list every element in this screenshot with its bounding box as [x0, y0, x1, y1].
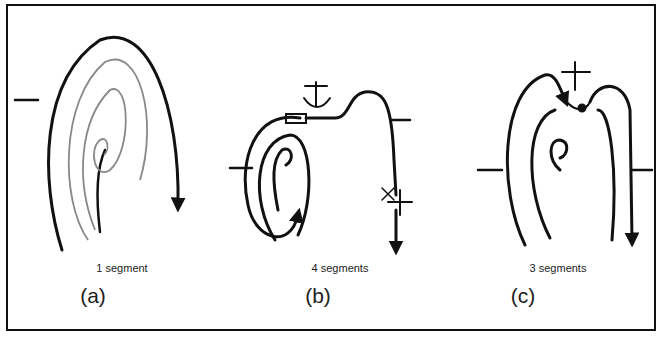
panel-letter: (a): [80, 284, 106, 308]
caption-text: 1 segment: [96, 262, 147, 274]
sketch-b: [230, 82, 412, 248]
caption-text: 3 segments: [530, 262, 587, 274]
caption-text: 4 segments: [312, 262, 369, 274]
sketch-c: [478, 62, 652, 245]
panel-letter: (c): [511, 284, 536, 308]
panel-letter: (b): [305, 284, 331, 308]
sketch-a: [15, 37, 178, 250]
spiral-a: [69, 60, 147, 240]
frame: [7, 5, 655, 330]
